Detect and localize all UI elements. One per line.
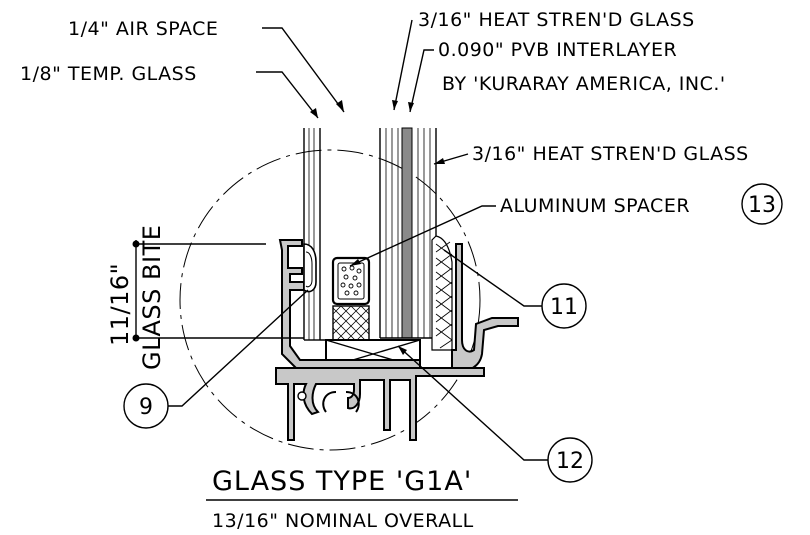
drawing-subtitle: 13/16" NOMINAL OVERALL (212, 510, 474, 532)
callout-11: 11 (541, 283, 587, 329)
secondary-seal (332, 305, 370, 341)
label-pvb-line2: BY 'KURARAY AMERICA, INC.' (442, 73, 726, 95)
label-pvb-line1: 0.090" PVB INTERLAYER (438, 39, 677, 61)
tempered-glass-lite (303, 128, 321, 341)
heat-strengthened-glass-inner (379, 128, 399, 338)
detail-boundary-circle (179, 149, 481, 451)
glass-unit (303, 127, 437, 341)
glass-bite-label: GLASS BITE (138, 225, 166, 370)
callout-13: 13 (741, 183, 783, 225)
label-air-space: 1/4" AIR SPACE (68, 18, 218, 40)
callout-12: 12 (547, 437, 593, 483)
aluminum-spacer (331, 256, 371, 306)
callout-13-number: 13 (748, 193, 776, 218)
label-aluminum-spacer: ALUMINUM SPACER (500, 195, 690, 217)
callout-12-number: 12 (556, 449, 584, 474)
label-tempered-glass: 1/8" TEMP. GLASS (20, 63, 197, 85)
callout-9-number: 9 (139, 395, 153, 420)
aluminum-frame (275, 239, 519, 441)
label-heat-glass-top: 3/16" HEAT STREN'D GLASS (418, 9, 695, 31)
leader-lines (168, 19, 548, 461)
glass-bite-value: 11/16" (106, 263, 134, 346)
label-heat-glass-right: 3/16" HEAT STREN'D GLASS (472, 143, 749, 165)
drawing-title: GLASS TYPE 'G1A' (212, 466, 472, 497)
callout-11-number: 11 (550, 295, 578, 320)
glass-bite-dimension: 11/16" GLASS BITE (106, 225, 304, 370)
callout-9: 9 (123, 383, 169, 429)
pvb-interlayer (401, 127, 413, 339)
